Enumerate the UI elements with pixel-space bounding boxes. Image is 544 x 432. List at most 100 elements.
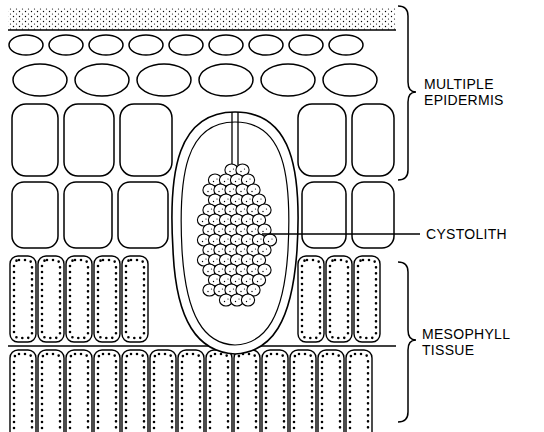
stipple-dot bbox=[227, 218, 228, 219]
stipple-dot bbox=[257, 221, 258, 222]
stipple-dot bbox=[213, 241, 214, 242]
stipple-dot bbox=[255, 248, 256, 249]
chloroplasts bbox=[14, 260, 32, 338]
stipple-dot bbox=[251, 191, 252, 192]
epidermis-cell bbox=[120, 104, 172, 176]
stipple-dot bbox=[213, 261, 214, 262]
stipple-dot bbox=[240, 191, 241, 192]
stipple-dot bbox=[205, 238, 206, 239]
stipple-dot bbox=[224, 201, 225, 202]
chloroplasts bbox=[154, 354, 172, 432]
stipple-dot bbox=[260, 238, 261, 239]
epidermis-cell bbox=[75, 64, 129, 96]
stipple-dot bbox=[249, 218, 250, 219]
stipple-dot bbox=[229, 271, 230, 272]
stipple-dot bbox=[202, 241, 203, 242]
stipple-dot bbox=[207, 191, 208, 192]
stipple-dot bbox=[207, 291, 208, 292]
stipple-dot bbox=[238, 238, 239, 239]
cuticle bbox=[8, 8, 396, 30]
stipple-dot bbox=[207, 211, 208, 212]
stipple-dot bbox=[222, 228, 223, 229]
leader-line bbox=[262, 233, 420, 235]
stipple-dot bbox=[224, 241, 225, 242]
stipple-dot bbox=[240, 291, 241, 292]
epidermis-cell bbox=[169, 35, 203, 55]
epidermis-cell bbox=[137, 64, 191, 96]
stipple-dot bbox=[227, 258, 228, 259]
lithocyst-wall bbox=[172, 112, 298, 354]
cuticle-edge bbox=[8, 29, 396, 31]
epidermis-cell bbox=[49, 35, 83, 55]
cystolith-stalk bbox=[231, 112, 232, 165]
stipple-dot bbox=[213, 221, 214, 222]
stipple-dot bbox=[218, 271, 219, 272]
stipple-dot bbox=[260, 198, 261, 199]
stipple-dot bbox=[255, 228, 256, 229]
stipple-dot bbox=[211, 288, 212, 289]
stipple-dot bbox=[246, 241, 247, 242]
stipple-dot bbox=[207, 271, 208, 272]
stipple-dot bbox=[244, 248, 245, 249]
epidermis-cell bbox=[352, 104, 394, 176]
cystolith-body bbox=[197, 164, 276, 306]
stipple-dot bbox=[207, 231, 208, 232]
stipple-dot bbox=[238, 218, 239, 219]
epidermis-cell bbox=[298, 104, 346, 176]
stipple-dot bbox=[229, 291, 230, 292]
epidermis-cell bbox=[129, 35, 163, 55]
stipple-dot bbox=[266, 268, 267, 269]
epidermis-cell bbox=[352, 182, 394, 248]
stipple-dot bbox=[257, 281, 258, 282]
stipple-dot bbox=[235, 281, 236, 282]
stipple-dot bbox=[211, 208, 212, 209]
stipple-dot bbox=[229, 211, 230, 212]
stipple-dot bbox=[260, 218, 261, 219]
stipple-dot bbox=[238, 198, 239, 199]
palisade-cell bbox=[178, 350, 204, 432]
stipple-dot bbox=[233, 248, 234, 249]
palisade-cell bbox=[206, 350, 232, 432]
stipple-dot bbox=[216, 218, 217, 219]
stipple-dot bbox=[240, 171, 241, 172]
stipple-dot bbox=[255, 288, 256, 289]
palisade-cell bbox=[122, 256, 148, 342]
stipple-dot bbox=[238, 258, 239, 259]
stipple-dot bbox=[224, 221, 225, 222]
stipple-dot bbox=[255, 208, 256, 209]
stipple-dot bbox=[255, 268, 256, 269]
stipple-dot bbox=[235, 261, 236, 262]
stipple-dot bbox=[233, 268, 234, 269]
stipple-dot bbox=[235, 201, 236, 202]
stipple-dot bbox=[246, 301, 247, 302]
epidermis-cell bbox=[249, 35, 283, 55]
epidermis-cell bbox=[118, 182, 168, 248]
palisade-cell bbox=[38, 256, 64, 342]
stipple-dot bbox=[240, 211, 241, 212]
epidermis-cell bbox=[13, 64, 67, 96]
epidermis-cell bbox=[9, 35, 43, 55]
chloroplasts bbox=[358, 260, 376, 338]
stipple-dot bbox=[251, 251, 252, 252]
stipple-dot bbox=[246, 181, 247, 182]
stipple-dot bbox=[251, 211, 252, 212]
stipple-dot bbox=[235, 181, 236, 182]
stipple-dot bbox=[229, 191, 230, 192]
epidermis-cell bbox=[323, 64, 377, 96]
stipple-dot bbox=[227, 238, 228, 239]
stipple-dot bbox=[235, 241, 236, 242]
palisade-cell bbox=[298, 256, 324, 342]
stipple-dot bbox=[244, 168, 245, 169]
chloroplasts bbox=[330, 260, 348, 338]
cystolith-stalk bbox=[237, 112, 238, 165]
stipple-dot bbox=[266, 208, 267, 209]
stipple-dot bbox=[249, 278, 250, 279]
stipple-dot bbox=[240, 231, 241, 232]
chloroplasts bbox=[302, 260, 320, 338]
epidermis-cell bbox=[261, 64, 315, 96]
stipple-dot bbox=[233, 208, 234, 209]
stipple-dot bbox=[240, 271, 241, 272]
stipple-dot bbox=[216, 178, 217, 179]
stipple-dot bbox=[218, 291, 219, 292]
